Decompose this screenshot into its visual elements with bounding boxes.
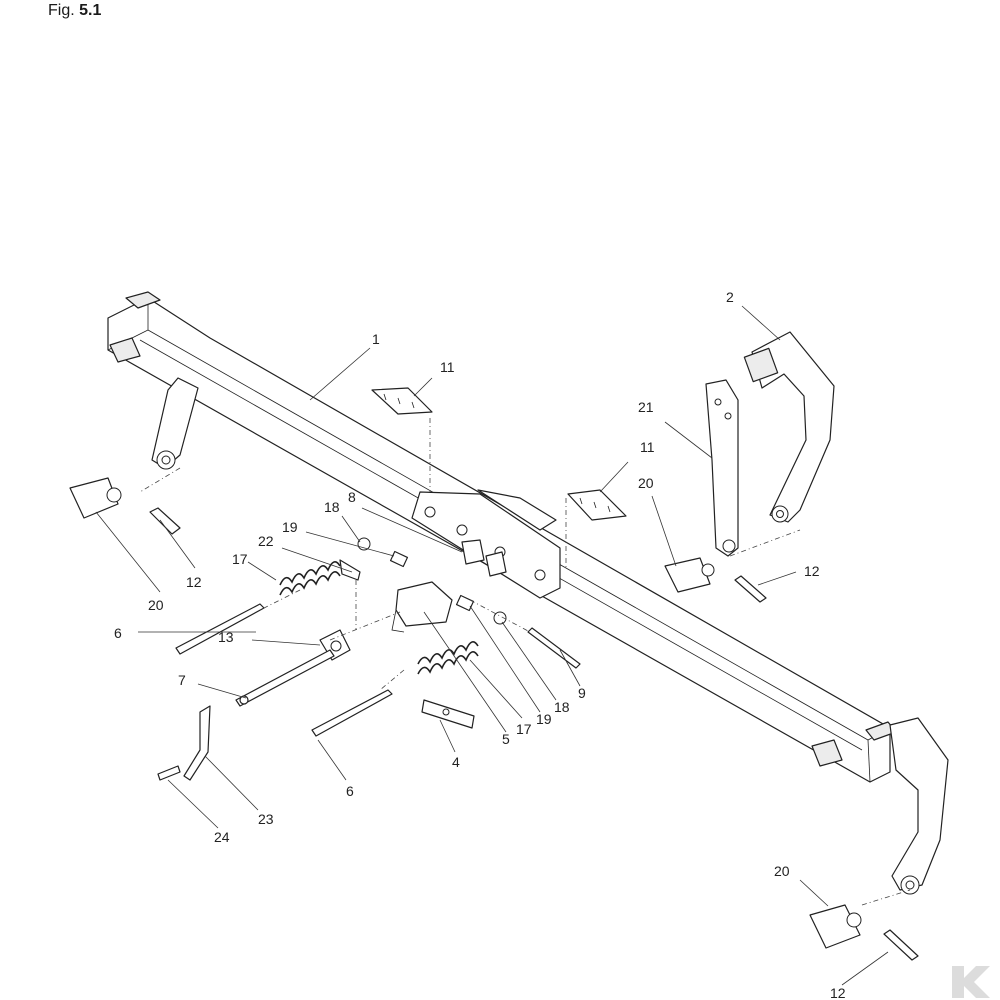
- hand-lever: [183, 705, 211, 781]
- callout-label: 4: [452, 754, 460, 770]
- pin-left: [149, 507, 181, 535]
- callout-labels: 1 2 11 21 11 20 18 8 19 22 17 12 20 6 13…: [114, 289, 846, 1000]
- assembly-lines: [139, 418, 911, 906]
- callout-label: 6: [114, 625, 122, 641]
- callout-label: 22: [258, 533, 274, 549]
- hinge-bracket-bottom: [809, 904, 862, 949]
- callout-label: 18: [554, 699, 570, 715]
- callout-label: 12: [186, 574, 202, 590]
- callout-label: 17: [232, 551, 248, 567]
- callout-label: 23: [258, 811, 274, 827]
- figure-caption: Fig. 5.1: [48, 2, 101, 20]
- rod-lower: [311, 689, 393, 737]
- pin-bottom: [883, 929, 919, 961]
- callout-label: 20: [774, 863, 790, 879]
- callout-label: 1: [372, 331, 380, 347]
- callout-label: 11: [440, 359, 455, 375]
- callout-label: 2: [726, 289, 734, 305]
- callout-label: 18: [324, 499, 340, 515]
- callout-label: 6: [346, 783, 354, 799]
- callout-label: 9: [578, 685, 586, 701]
- upper-arm-assembly: [743, 331, 835, 523]
- bushing-upper: [389, 550, 409, 568]
- callout-label: 8: [348, 489, 356, 505]
- callout-label: 20: [638, 475, 654, 491]
- callout-label: 13: [218, 629, 234, 645]
- callout-label: 5: [502, 731, 510, 747]
- threaded-rod: [235, 649, 335, 707]
- bushing-lower: [455, 594, 475, 612]
- callout-label: 19: [282, 519, 298, 535]
- pin-small: [157, 765, 181, 781]
- latch-body: [391, 581, 453, 633]
- figure-prefix: Fig.: [48, 2, 75, 19]
- figure-number: 5.1: [79, 2, 102, 19]
- callout-label: 19: [536, 711, 552, 727]
- callout-label: 20: [148, 597, 164, 613]
- callout-label: 21: [638, 399, 654, 415]
- hinge-bracket-left: [69, 477, 122, 519]
- callout-label: 17: [516, 721, 532, 737]
- callout-label: 7: [178, 672, 186, 688]
- rod-right: [527, 627, 581, 669]
- left-end-bracket: [151, 377, 199, 470]
- callout-label: 12: [804, 563, 820, 579]
- vertical-arm: [705, 379, 739, 557]
- callout-label: 11: [640, 439, 655, 455]
- shim-plate-top: [371, 387, 433, 415]
- callout-label: 12: [830, 985, 846, 1000]
- shim-plate-right: [567, 489, 627, 521]
- right-end-bracket: [889, 717, 949, 895]
- pin-right: [734, 575, 767, 603]
- latch-block: [421, 699, 475, 729]
- washer-lower: [493, 611, 507, 625]
- spring-left: [279, 559, 361, 596]
- watermark-logo-icon: [952, 966, 990, 998]
- hinge-bracket-right: [664, 557, 715, 593]
- callout-label: 24: [214, 829, 230, 845]
- leader-lines: [95, 305, 889, 986]
- small-bracket: [461, 539, 507, 577]
- spring-right: [417, 641, 479, 675]
- center-hitch-plate: [411, 489, 561, 599]
